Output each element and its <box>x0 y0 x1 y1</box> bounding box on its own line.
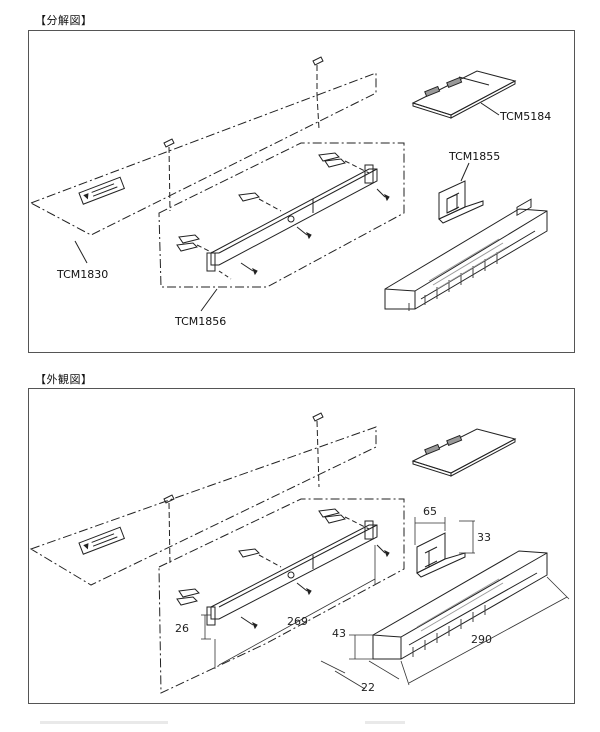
top-screw <box>312 56 324 130</box>
exploded-view-title: 【分解図】 <box>35 14 93 27</box>
top-screw-2 <box>312 412 324 488</box>
mounting-sheet <box>29 72 377 236</box>
label-tcm5184: TCM5184 <box>499 110 551 123</box>
wall-plate-2 <box>158 498 405 694</box>
dim-290: 290 <box>471 633 492 646</box>
name-plate-part <box>411 70 517 119</box>
label-tcm1830: TCM1830 <box>56 268 108 281</box>
sticker-2 <box>78 526 126 555</box>
dim-269: 269 <box>287 615 308 628</box>
anchors-2 <box>176 508 370 606</box>
small-screws-2 <box>240 544 390 630</box>
dimension-lines <box>201 517 570 690</box>
small-bracket-part <box>438 180 484 224</box>
name-plate-part-2 <box>411 428 517 477</box>
label-tcm1856: TCM1856 <box>174 315 226 328</box>
mounting-sheet-2 <box>29 426 377 586</box>
footer-bar-right <box>365 721 405 724</box>
external-view-panel: 65 33 26 269 43 290 22 <box>28 388 575 704</box>
control-unit <box>384 198 548 311</box>
sticker <box>78 176 126 205</box>
bracket-bar-2 <box>206 520 378 626</box>
label-tcm1855: TCM1855 <box>448 150 500 163</box>
footer-bar-left <box>40 721 168 724</box>
dim-33: 33 <box>477 531 491 544</box>
anchors <box>176 152 370 254</box>
control-unit-2 <box>372 550 548 660</box>
external-view-title: 【外観図】 <box>35 373 93 386</box>
external-view-drawing: 65 33 26 269 43 290 22 <box>29 412 570 694</box>
exploded-view-panel: TCM1830 TCM1856 TCM5184 TCM1855 <box>28 30 575 353</box>
left-screw-2 <box>163 494 175 566</box>
exploded-view-drawing: TCM1830 TCM1856 TCM5184 TCM1855 <box>29 56 551 328</box>
dim-43: 43 <box>332 627 346 640</box>
bracket-bar <box>206 164 378 272</box>
dim-22: 22 <box>361 681 375 694</box>
wall-plate <box>158 142 405 288</box>
small-screws <box>218 188 390 280</box>
dim-26: 26 <box>175 622 189 635</box>
left-screw <box>163 138 175 212</box>
small-bracket-part-2 <box>416 532 466 578</box>
dim-65: 65 <box>423 505 437 518</box>
